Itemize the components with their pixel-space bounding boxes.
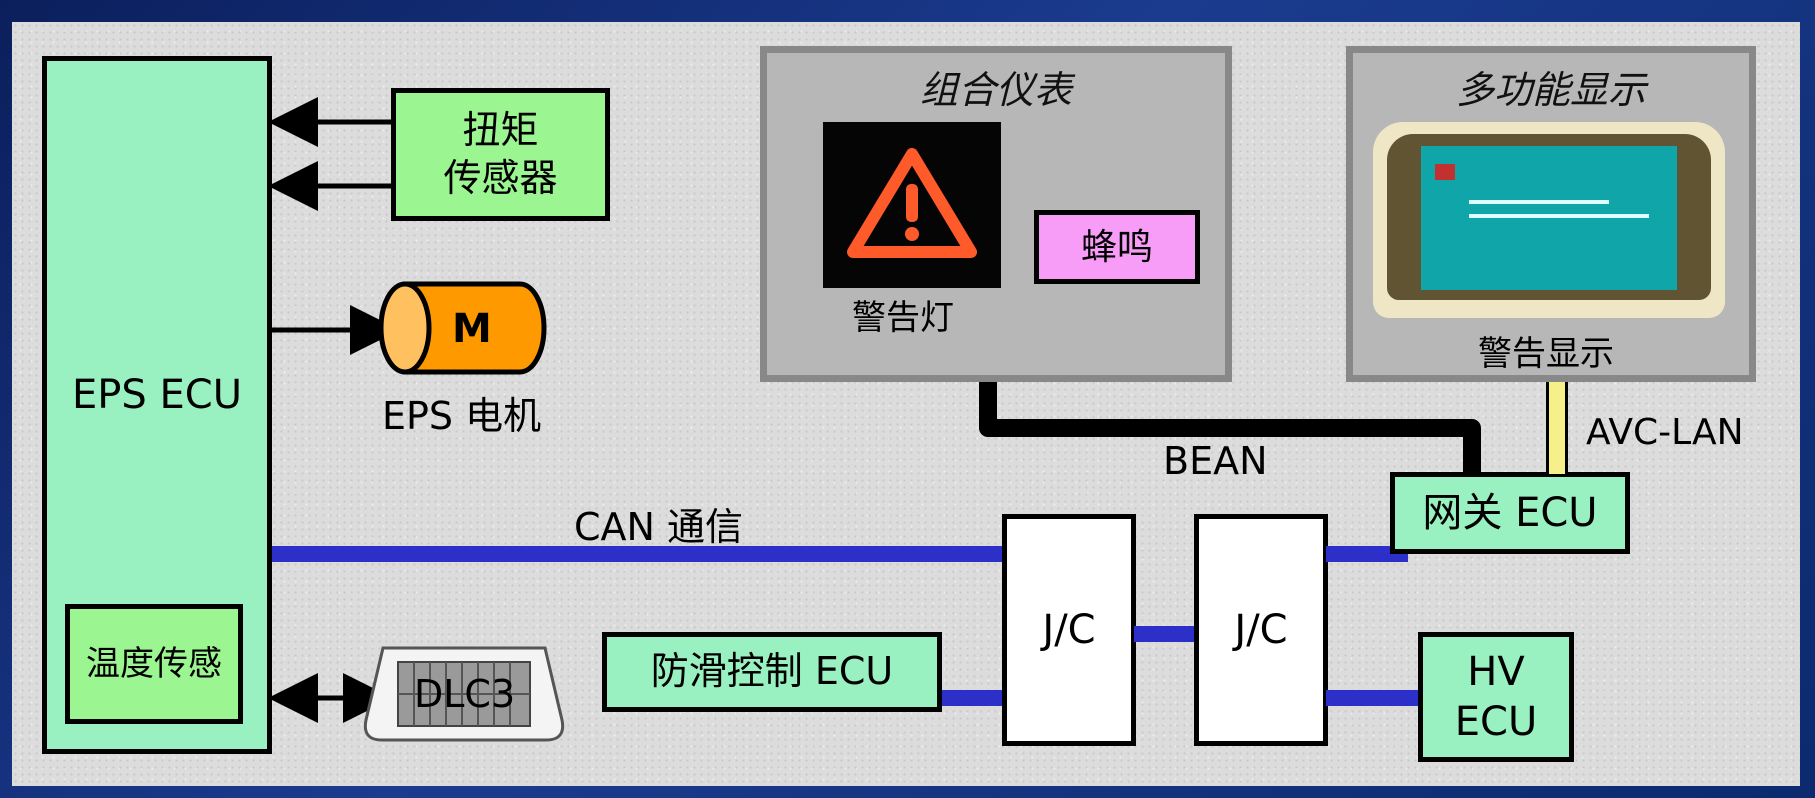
abs-ecu-box: 防滑控制 ECU xyxy=(602,632,942,712)
abs-ecu-label: 防滑控制 ECU xyxy=(650,649,894,694)
warning-light-label: 警告灯 xyxy=(852,298,954,338)
temperature-sensor-box: 温度传感 xyxy=(65,604,243,724)
avc-lan-label: AVC-LAN xyxy=(1586,412,1744,453)
hv-ecu-box: HV ECU xyxy=(1418,632,1574,762)
display-screen-image xyxy=(1373,122,1725,318)
motor-letter: M xyxy=(452,306,492,352)
warning-triangle-icon xyxy=(847,148,977,258)
junction-connector-2: J/C xyxy=(1194,514,1328,746)
jc1-to-jc2-line xyxy=(1134,626,1198,642)
jc2-to-hv-line xyxy=(1326,690,1420,706)
jc1-label: J/C xyxy=(1042,607,1096,653)
gateway-ecu-label: 网关 ECU xyxy=(1422,490,1598,536)
can-bus-line xyxy=(272,546,1004,562)
bean-label: BEAN xyxy=(1163,439,1268,483)
jc2-label: J/C xyxy=(1234,607,1288,653)
buzzer-box: 蜂鸣 xyxy=(1034,210,1200,284)
abs-to-jc-line xyxy=(942,690,1004,706)
combination-meter-title: 组合仪表 xyxy=(919,68,1072,112)
temperature-sensor-label: 温度传感 xyxy=(86,643,222,684)
gateway-ecu-box: 网关 ECU xyxy=(1390,472,1630,554)
hv-ecu-label: HV ECU xyxy=(1454,649,1538,745)
multi-display-title: 多功能显示 xyxy=(1455,68,1646,112)
avc-lan-line xyxy=(1546,382,1568,474)
torque-sensor-label: 扭矩 传感器 xyxy=(443,108,558,200)
buzzer-label: 蜂鸣 xyxy=(1080,226,1153,268)
eps-ecu-label: EPS ECU xyxy=(72,372,242,418)
warning-light-tile xyxy=(823,122,1001,288)
torque-sensor-box: 扭矩 传感器 xyxy=(391,88,610,221)
can-label: CAN 通信 xyxy=(574,505,744,549)
warning-display-label: 警告显示 xyxy=(1478,334,1614,374)
dlc3-label: DLC3 xyxy=(414,672,516,716)
jc2-to-gateway-line xyxy=(1326,546,1408,562)
junction-connector-1: J/C xyxy=(1002,514,1136,746)
motor-label: EPS 电机 xyxy=(382,394,542,438)
